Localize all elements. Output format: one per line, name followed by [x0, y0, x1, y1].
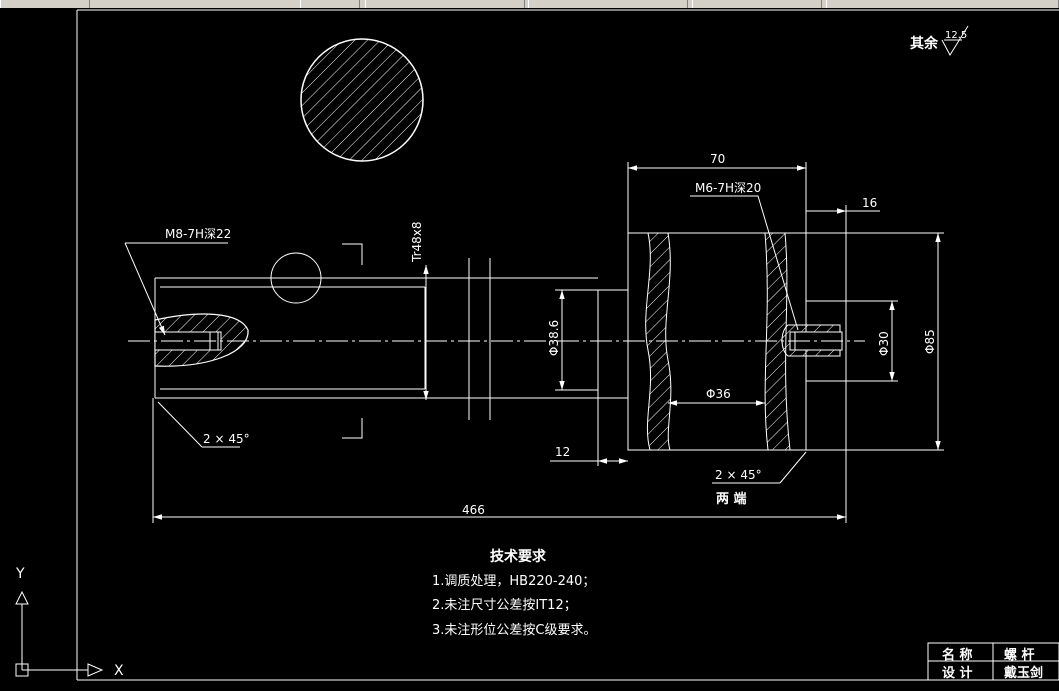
dim-16: 16: [862, 196, 877, 210]
drawing-frame: [76, 9, 1059, 681]
section-view-circle: [300, 38, 424, 162]
ucs-x-label: X: [114, 663, 124, 679]
requirements-title: 技术要求: [490, 548, 547, 565]
document-tab-2[interactable]: [300, 0, 360, 8]
requirement-item-2: 2.未注尺寸公差按IT12；: [432, 598, 577, 613]
dim-m6-thread: M6-7H深20: [695, 181, 761, 195]
dim-dia-36: Φ36: [706, 387, 731, 401]
document-tab-1[interactable]: [0, 0, 90, 8]
document-tab-4[interactable]: [528, 0, 688, 8]
document-tab-bar: [0, 0, 1059, 8]
dim-466: 466: [462, 503, 485, 517]
cad-drawing-canvas[interactable]: 其余 12.5: [0, 8, 1059, 691]
document-tab-5[interactable]: [692, 0, 822, 8]
requirement-item-3: 3.未注形位公差按C级要求。: [432, 623, 596, 638]
title-design-label: 设 计: [942, 665, 973, 681]
requirement-item-1: 1.调质处理，HB220-240；: [432, 574, 595, 589]
dim-dia-38-6: Φ38.6: [547, 320, 561, 356]
dim-chamfer-left: 2 × 45°: [203, 432, 250, 446]
dim-m8-thread: M8-7H深22: [165, 227, 231, 241]
dim-both-ends: 两 端: [716, 491, 747, 507]
title-name-label: 名 称: [942, 647, 973, 663]
dim-dia-30: Φ30: [877, 331, 891, 356]
roughness-label: 其余: [910, 35, 939, 52]
roughness-value: 12.5: [945, 30, 967, 41]
title-designer: 戴玉剑: [1004, 665, 1043, 681]
document-tab-3[interactable]: [365, 0, 525, 8]
technical-requirements: 技术要求 1.调质处理，HB220-240； 2.未注尺寸公差按IT12； 3.…: [432, 548, 596, 638]
ucs-icon: [15, 590, 104, 677]
title-block: [927, 642, 1059, 681]
dim-12: 12: [555, 445, 570, 459]
dim-70: 70: [710, 152, 725, 166]
roughness-symbol: 其余 12.5: [910, 25, 969, 57]
dim-chamfer-right: 2 × 45°: [715, 468, 762, 482]
dimension-lines: [124, 162, 944, 523]
dim-tr48: Tr48x8: [410, 221, 424, 263]
ucs-y-label: Y: [15, 566, 25, 582]
shaft-left-body: [154, 243, 628, 439]
dim-dia-85: Φ85: [923, 329, 937, 354]
title-name-value: 螺 杆: [1004, 647, 1035, 663]
left-thread-hole: [154, 313, 249, 367]
document-tab-6[interactable]: [826, 0, 1059, 8]
dimension-texts: 70 M6-7H深20 16 M8-7H深22 Tr48x8 Φ38.6 Φ36…: [165, 152, 937, 517]
